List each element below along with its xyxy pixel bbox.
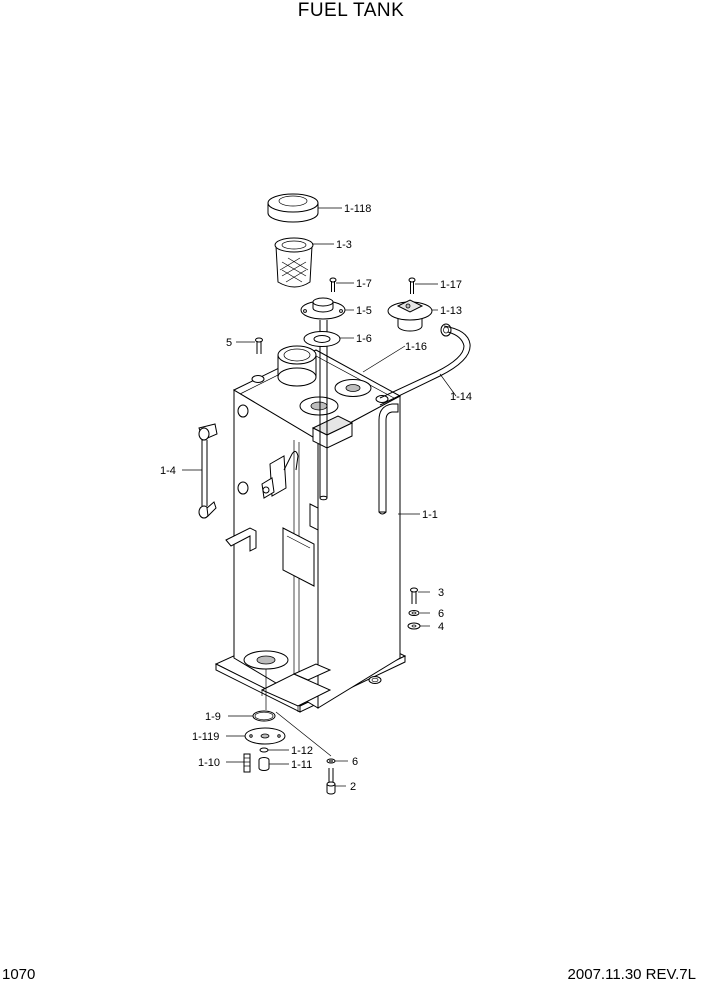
tank-top-bosses [251, 345, 389, 449]
part-1-11-plug [258, 757, 270, 771]
callout-1-9: 1-9 [205, 711, 221, 723]
callout-1-7: 1-7 [356, 278, 372, 290]
revision-label: 2007.11.30 REV.7L [567, 966, 696, 983]
callout-1-13: 1-13 [440, 305, 462, 317]
part-1-7-screw [329, 277, 337, 292]
callout-1-3: 1-3 [336, 239, 352, 251]
level-tube [378, 403, 399, 515]
callout-1-119: 1-119 [192, 731, 219, 743]
tank-bracket [225, 450, 299, 552]
callout-labels: 1-118 1-3 1-7 1-17 1-5 1-13 1-6 5 1-16 1… [160, 203, 472, 793]
callout-6-lower: 6 [352, 756, 358, 768]
page-number: 1070 [2, 966, 36, 983]
part-6-washer-upper [408, 610, 420, 616]
part-1-16-clamp [440, 323, 452, 337]
part-3-bolt [410, 587, 418, 604]
part-1-10-drain-valve [243, 753, 251, 773]
callout-2: 2 [350, 781, 356, 793]
part-1-12-o-ring [259, 747, 269, 753]
callout-1-14: 1-14 [450, 391, 472, 403]
part-1-14-hose [379, 325, 471, 406]
callout-3: 3 [438, 587, 444, 599]
callout-1-16: 1-16 [405, 341, 427, 353]
callout-1-1: 1-1 [422, 509, 438, 521]
part-5-bolt [255, 337, 263, 354]
callout-1-6: 1-6 [356, 333, 372, 345]
callout-5: 5 [226, 337, 232, 349]
part-1-17-screw [408, 277, 416, 294]
part-4-washer [407, 622, 421, 630]
part-2-bolt [326, 768, 336, 795]
fuel-tank-body [232, 349, 402, 709]
leader-lines [182, 207, 457, 787]
part-1-6-gasket [303, 331, 341, 347]
part-1-13-breather [387, 299, 433, 332]
callout-1-12: 1-12 [291, 745, 313, 757]
callout-1-118: 1-118 [344, 203, 371, 215]
sender-tube [319, 320, 328, 501]
callout-1-11: 1-11 [291, 759, 312, 771]
callout-1-4: 1-4 [160, 465, 176, 477]
callout-1-17: 1-17 [440, 279, 462, 291]
part-1-118-cap [267, 193, 319, 223]
part-1-9-o-ring [252, 710, 276, 722]
part-1-4-level-gauge [198, 423, 218, 519]
callout-6-upper: 6 [438, 608, 444, 620]
part-1-119-cover [244, 727, 286, 745]
part-1-5-sender [300, 297, 346, 320]
callout-1-5: 1-5 [356, 305, 372, 317]
part-6-washer-lower [326, 758, 336, 764]
callout-1-10: 1-10 [198, 757, 220, 769]
page-title: FUEL TANK [297, 0, 405, 21]
drain-area [243, 650, 332, 712]
part-1-3-strainer [274, 237, 314, 288]
callout-4: 4 [438, 621, 444, 633]
